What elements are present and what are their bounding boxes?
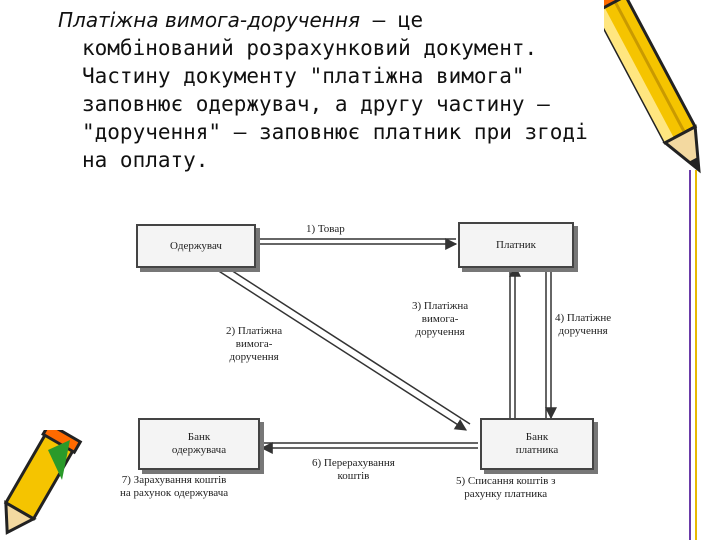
text-line-1: Платіжна вимога-доручення — це xyxy=(58,6,618,34)
node-receiver: Одержувач xyxy=(136,224,256,268)
edge-label-6: 6) Перерахування коштів xyxy=(312,457,395,482)
text-line-6: на оплату. xyxy=(82,148,209,172)
node-payer: Платник xyxy=(458,222,574,268)
term-italic: Платіжна вимога-доручення xyxy=(58,8,360,32)
arrow-payment-request xyxy=(219,262,471,425)
margin-lines xyxy=(689,170,697,540)
edge-label-1: 1) Товар xyxy=(306,223,345,235)
text-line-3: Частину документу "платіжна вимога" xyxy=(82,64,525,88)
node-payer-label: Платник xyxy=(496,238,536,251)
edge-label-5: 5) Списання коштів з рахунку платника xyxy=(456,475,556,500)
pencil-icon xyxy=(604,0,701,174)
description-text: Платіжна вимога-доручення — це комбінова… xyxy=(58,6,618,174)
text-line-5: "доручення" — заповнює платник при згоді xyxy=(82,120,588,144)
edge-label-2: 2) Платіжна вимога- доручення xyxy=(226,325,283,363)
node-receiver-label: Одержувач xyxy=(170,239,222,252)
edge-label-3: 3) Платіжна вимога- доручення xyxy=(412,300,469,338)
text-line-2: комбінований розрахунковий документ. xyxy=(82,36,538,60)
node-payer-bank: Банк платника xyxy=(480,418,594,470)
text-line-1-rest: — це xyxy=(359,8,424,32)
edge-label-4: 4) Платіжне доручення xyxy=(555,312,612,337)
edge-label-7: 7) Зарахування коштів на рахунок одержув… xyxy=(120,474,229,499)
node-receiver-bank-label: Банк одержувача xyxy=(171,431,227,456)
node-payer-bank-label: Банк платника xyxy=(515,431,559,456)
pencil-icon xyxy=(3,430,83,535)
text-line-4: заповнює одержувач, а другу частину — xyxy=(82,92,550,116)
node-receiver-bank: Банк одержувача xyxy=(138,418,260,470)
